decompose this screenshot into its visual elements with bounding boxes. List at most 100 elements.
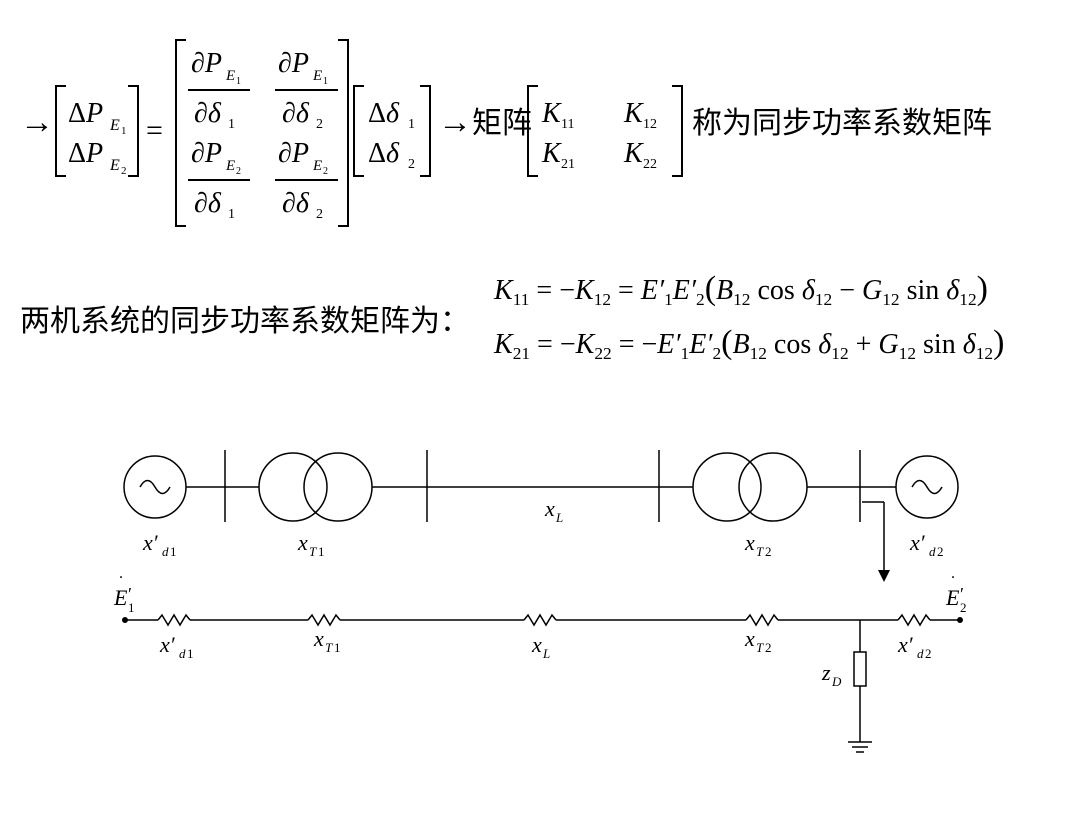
bracket-lhs-right (128, 85, 139, 177)
resistor-xL (523, 613, 557, 627)
svg-text:2: 2 (937, 544, 944, 559)
node-E1 (122, 617, 128, 623)
lhs-row2: ΔP (68, 138, 103, 169)
svg-text:2: 2 (960, 600, 967, 615)
arrow-left: → (20, 104, 54, 141)
svg-text:x: x (531, 632, 542, 657)
arrow-right: → (438, 104, 472, 141)
svg-text:∂δ: ∂δ (282, 188, 310, 219)
svg-text:E: E (312, 158, 322, 174)
svg-text:1: 1 (128, 600, 135, 615)
svg-text:x: x (744, 530, 755, 555)
svg-text:∂δ: ∂δ (194, 188, 222, 219)
svg-text:22: 22 (643, 157, 657, 172)
svg-text:1: 1 (228, 117, 235, 132)
svg-text:E: E (113, 585, 128, 610)
svg-text:d: d (917, 646, 924, 661)
svg-text:E: E (225, 158, 235, 174)
svg-text:K: K (541, 98, 562, 129)
bracket-jac-left (175, 39, 186, 227)
svg-text:T: T (309, 544, 317, 559)
equation-label: 两机系统的同步功率系数矩阵为： (20, 304, 470, 339)
svg-text:x: x (744, 626, 755, 651)
generator-2-icon (895, 455, 959, 519)
svg-text:1: 1 (121, 125, 127, 137)
svg-text:T: T (325, 640, 333, 655)
svg-text:∂P: ∂P (191, 138, 222, 169)
svg-text:z: z (821, 660, 831, 685)
svg-text:1: 1 (170, 544, 177, 559)
equals-sign: = (146, 114, 163, 147)
svg-text:D: D (831, 674, 842, 689)
svg-text:˙: ˙ (950, 572, 956, 592)
svg-text:2: 2 (408, 157, 415, 172)
svg-text:L: L (542, 646, 550, 661)
bracket-dvec-right (420, 85, 431, 177)
matrix-caption: 称为同步功率系数矩阵 (692, 106, 992, 141)
load-arrow-icon (878, 570, 890, 582)
svg-text:12: 12 (643, 117, 657, 132)
svg-text:∂δ: ∂δ (282, 98, 310, 129)
node-E2 (957, 617, 963, 623)
svg-text:∂P: ∂P (191, 48, 222, 79)
transformer-2-icon (692, 452, 762, 522)
resistor-xT1 (307, 613, 341, 627)
svg-text:d: d (929, 544, 936, 559)
svg-text:d: d (162, 544, 169, 559)
svg-text:1: 1 (323, 76, 328, 87)
svg-text:2: 2 (765, 544, 772, 559)
svg-text:E: E (109, 117, 120, 134)
svg-text:2: 2 (236, 166, 241, 177)
svg-text:T: T (756, 544, 764, 559)
svg-text:∂P: ∂P (278, 48, 309, 79)
svg-text:E: E (945, 585, 960, 610)
svg-text:1: 1 (318, 544, 325, 559)
bracket-jac-right (338, 39, 349, 227)
svg-text:Δδ: Δδ (368, 138, 400, 169)
svg-text:E: E (109, 157, 120, 174)
svg-text:21: 21 (561, 157, 575, 172)
svg-text:x′: x′ (909, 530, 926, 555)
resistor-xT2 (745, 613, 779, 627)
svg-text:11: 11 (561, 117, 574, 132)
bracket-dvec-left (353, 85, 364, 177)
svg-text:d: d (179, 646, 186, 661)
svg-text:Δδ: Δδ (368, 98, 400, 129)
svg-text:L: L (555, 510, 563, 525)
svg-text:∂δ: ∂δ (194, 98, 222, 129)
svg-text:2: 2 (323, 166, 328, 177)
svg-text:x: x (297, 530, 308, 555)
svg-text:2: 2 (765, 640, 772, 655)
bracket-K-left (527, 85, 538, 177)
svg-text:E: E (312, 68, 322, 84)
svg-text:1: 1 (236, 76, 241, 87)
svg-text:K: K (623, 98, 644, 129)
equation-line-1: K11 = −K12 = E′1E′2(B12 cos δ12 − G12 si… (494, 270, 988, 310)
svg-text:K: K (541, 138, 562, 169)
svg-text:x: x (313, 626, 324, 651)
svg-text:2: 2 (316, 117, 323, 132)
svg-text:∂P: ∂P (278, 138, 309, 169)
svg-text:1: 1 (187, 646, 194, 661)
transformer-1-icon (258, 452, 328, 522)
svg-text:′: ′ (960, 584, 964, 604)
svg-text:1: 1 (408, 117, 415, 132)
lhs-row1: ΔP (68, 98, 103, 129)
svg-text:K: K (623, 138, 644, 169)
bracket-lhs-left (55, 85, 66, 177)
resistor-xd1 (157, 613, 191, 627)
svg-text:2: 2 (121, 165, 127, 177)
svg-text:2: 2 (316, 207, 323, 222)
svg-text:x: x (544, 496, 555, 521)
svg-text:x′: x′ (159, 632, 176, 657)
svg-text:′: ′ (128, 584, 132, 604)
svg-text:1: 1 (334, 640, 341, 655)
svg-text:˙: ˙ (118, 572, 124, 592)
resistor-xd2 (897, 613, 931, 627)
svg-text:1: 1 (228, 207, 235, 222)
matrix-word: 矩阵 (472, 106, 532, 141)
